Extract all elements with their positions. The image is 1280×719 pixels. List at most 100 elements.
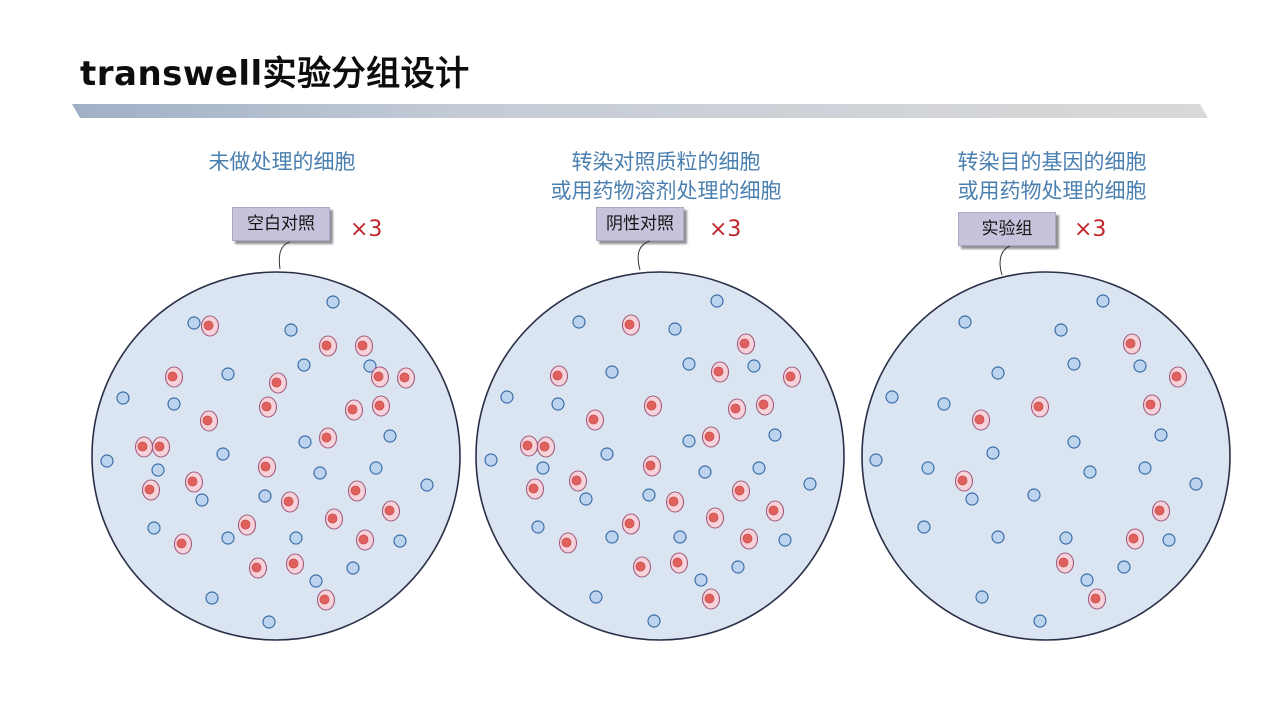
description-line: 转染对照质粒的细胞 [571, 150, 761, 174]
description-line: 或用药物溶剂处理的细胞 [550, 179, 782, 203]
replicate-multiplier: ×3 [350, 217, 383, 242]
unlabeled-cell [747, 359, 761, 373]
unlabeled-cell [116, 391, 130, 405]
unlabeled-cell [151, 463, 165, 477]
unlabeled-cell [937, 397, 951, 411]
cell-nucleus [1154, 505, 1165, 516]
cell-nucleus [260, 461, 271, 472]
cell-nucleus [768, 505, 779, 516]
unlabeled-cell [991, 530, 1005, 544]
unlabeled-cell [1059, 531, 1073, 545]
cell-nucleus [668, 496, 679, 507]
cell-nucleus [374, 400, 385, 411]
group-negative-control: 转染对照质粒的细胞 或用药物溶剂处理的细胞 阴性对照 ×3 [466, 140, 866, 700]
unlabeled-cell [205, 591, 219, 605]
group-label-box: 空白对照 [232, 207, 330, 241]
cell-nucleus [624, 319, 635, 330]
cell-nucleus [1090, 593, 1101, 604]
unlabeled-cell [778, 533, 792, 547]
unlabeled-cell [731, 560, 745, 574]
unlabeled-cell [100, 454, 114, 468]
cell-nucleus [154, 441, 165, 452]
cell-nucleus [176, 538, 187, 549]
slide-title: transwell实验分组设计 [80, 54, 470, 94]
cell-nucleus [319, 594, 330, 605]
unlabeled-cell [673, 530, 687, 544]
cell-nucleus [1171, 371, 1182, 382]
cell-nucleus [704, 593, 715, 604]
unlabeled-cell [694, 573, 708, 587]
cell-nucleus [672, 557, 683, 568]
cell-nucleus [1125, 338, 1136, 349]
cell-nucleus [528, 483, 539, 494]
cell-nucleus [251, 562, 262, 573]
unlabeled-cell [668, 322, 682, 336]
cell-nucleus [288, 558, 299, 569]
cell-nucleus [974, 414, 985, 425]
unlabeled-cell [284, 323, 298, 337]
cell-nucleus [708, 512, 719, 523]
unlabeled-cell [500, 390, 514, 404]
cell-nucleus [713, 366, 724, 377]
unlabeled-cell [572, 315, 586, 329]
group-description: 未做处理的细胞 [82, 148, 482, 177]
unlabeled-cell [297, 358, 311, 372]
unlabeled-cell [187, 316, 201, 330]
unlabeled-cell [1117, 560, 1131, 574]
unlabeled-cell [869, 453, 883, 467]
unlabeled-cell [363, 359, 377, 373]
cell-nucleus [539, 441, 550, 452]
unlabeled-cell [309, 574, 323, 588]
unlabeled-cell [420, 478, 434, 492]
unlabeled-cell [647, 614, 661, 628]
cell-nucleus [704, 431, 715, 442]
group-experimental: 转染目的基因的细胞 或用药物处理的细胞 实验组 ×3 [852, 140, 1252, 700]
unlabeled-cell [698, 465, 712, 479]
cell-nucleus [167, 371, 178, 382]
unlabeled-cell [1033, 614, 1047, 628]
unlabeled-cell [589, 590, 603, 604]
group-description: 转染目的基因的细胞 或用药物处理的细胞 [852, 148, 1252, 206]
cell-nucleus [261, 401, 272, 412]
unlabeled-cell [221, 367, 235, 381]
unlabeled-cell [195, 493, 209, 507]
unlabeled-cell [975, 590, 989, 604]
description-line: 未做处理的细胞 [208, 150, 356, 174]
unlabeled-cell [986, 446, 1000, 460]
cell-nucleus [399, 372, 410, 383]
cell-nucleus [202, 415, 213, 426]
unlabeled-cell [531, 520, 545, 534]
unlabeled-cell [1154, 428, 1168, 442]
unlabeled-cell [551, 397, 565, 411]
title-underline-bar [72, 104, 1208, 118]
unlabeled-cell [147, 521, 161, 535]
group-label-box: 阴性对照 [596, 207, 684, 241]
unlabeled-cell [326, 295, 340, 309]
cell-nucleus [1033, 401, 1044, 412]
unlabeled-cell [393, 534, 407, 548]
cell-nucleus [271, 377, 282, 388]
unlabeled-cell [768, 428, 782, 442]
cell-nucleus [646, 400, 657, 411]
cell-nucleus [785, 371, 796, 382]
unlabeled-cell [536, 461, 550, 475]
unlabeled-cell [289, 531, 303, 545]
unlabeled-cell [262, 615, 276, 629]
cell-nucleus [552, 370, 563, 381]
unlabeled-cell [917, 520, 931, 534]
unlabeled-cell [991, 366, 1005, 380]
unlabeled-cell [1162, 533, 1176, 547]
unlabeled-cell [221, 531, 235, 545]
unlabeled-cell [1096, 294, 1110, 308]
unlabeled-cell [313, 466, 327, 480]
cell-nucleus [522, 440, 533, 451]
unlabeled-cell [369, 461, 383, 475]
cell-nucleus [373, 371, 384, 382]
replicate-multiplier: ×3 [1074, 217, 1107, 242]
cell-nucleus [357, 340, 368, 351]
unlabeled-cell [1054, 323, 1068, 337]
cell-nucleus [327, 513, 338, 524]
unlabeled-cell [958, 315, 972, 329]
description-line: 或用药物处理的细胞 [957, 179, 1147, 203]
cell-nucleus [588, 414, 599, 425]
